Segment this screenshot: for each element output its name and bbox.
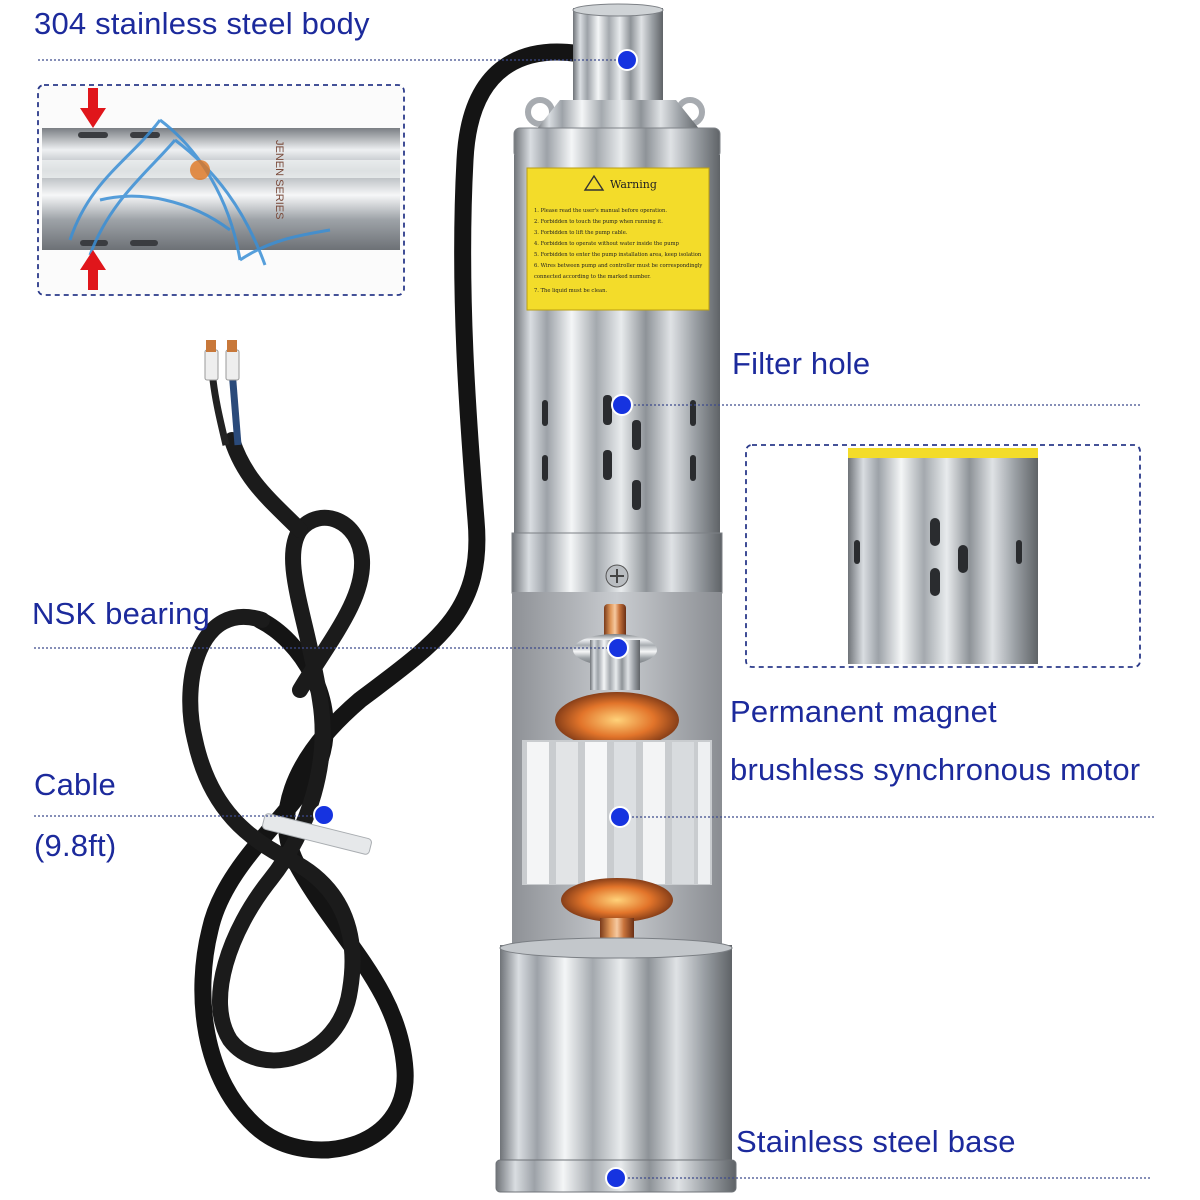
rotor-winding — [555, 692, 679, 748]
filter-slots — [542, 395, 696, 510]
warning-line: 6. Wires between pump and controller mus… — [534, 263, 702, 269]
label-stainless-body: 304 stainless steel body — [34, 6, 370, 41]
wire-terminal-right — [225, 349, 240, 381]
label-cable: Cable — [34, 767, 116, 802]
pump-lower-body — [500, 945, 732, 1165]
marker-dot-motor — [609, 806, 631, 828]
warning-line: 5. Forbidden to enter the pump installat… — [534, 252, 702, 258]
arrow-up-icon — [80, 250, 106, 290]
marker-dot-nsk — [607, 637, 629, 659]
stator — [522, 740, 712, 885]
water-splash — [68, 118, 331, 266]
inset-body-detail: JENEN SERIES — [37, 84, 405, 296]
warning-line: 3. Forbidden to lift the pump cable. — [534, 230, 628, 236]
wire-black — [208, 369, 230, 446]
inset-brand-text: JENEN SERIES — [273, 140, 285, 219]
power-cable — [182, 43, 609, 1159]
leader-lines — [34, 59, 1155, 1179]
marker-dot-body — [616, 49, 638, 71]
marker-dot-filter — [611, 394, 633, 416]
arrow-down-icon — [80, 88, 106, 128]
label-motor-line1: Permanent magnet — [730, 694, 997, 729]
warning-line: 1. Please read the user's manual before … — [534, 208, 667, 214]
warning-line: 7. The liquid must be clean. — [534, 288, 607, 294]
marker-dot-cable — [313, 804, 335, 826]
marker-dots — [313, 49, 638, 1189]
pump: Warning 1. Please read the user's manual… — [495, 3, 737, 1193]
warning-line: 4. Forbidden to operate without water in… — [534, 241, 680, 247]
label-nsk-bearing: NSK bearing — [32, 596, 210, 631]
warning-title: Warning — [610, 178, 657, 191]
inset-filter-detail — [745, 444, 1141, 668]
cable-zip-tie — [262, 813, 372, 855]
wire-terminal-left — [204, 349, 219, 381]
warning-line: connected according to the marked number… — [534, 274, 651, 280]
label-steel-base: Stainless steel base — [736, 1124, 1016, 1159]
label-filter-hole: Filter hole — [732, 346, 871, 381]
label-cable-length: (9.8ft) — [34, 828, 117, 863]
warning-line: 2. Forbidden to touch the pump when runn… — [534, 219, 663, 225]
marker-dot-base — [605, 1167, 627, 1189]
label-motor-line2: brushless synchronous motor — [730, 752, 1141, 787]
cable-lead — [224, 432, 308, 538]
cable-loop-left — [182, 509, 371, 1069]
warning-sticker: Warning 1. Please read the user's manual… — [526, 167, 710, 311]
